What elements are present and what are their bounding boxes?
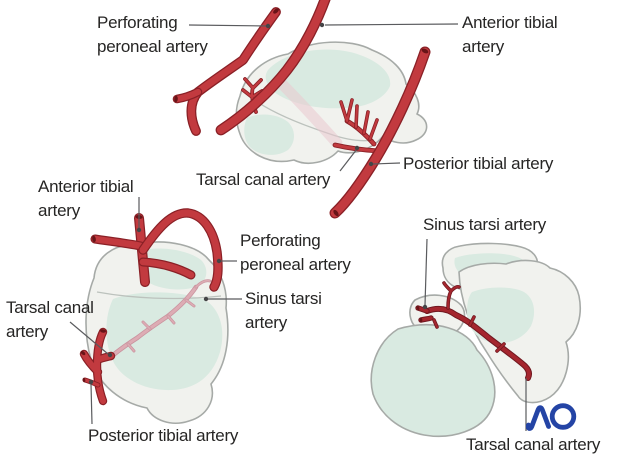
label-perforating-peroneal-artery: Perforating peroneal artery: [240, 231, 351, 275]
cut-end: [419, 317, 423, 323]
leader-dot: [265, 23, 271, 29]
cut-end: [333, 209, 339, 217]
leader-dot: [354, 145, 360, 151]
leader-tarsal-canal: [339, 148, 358, 172]
label-tarsal-canal-artery: Tarsal canal artery: [196, 170, 331, 189]
cut-end: [100, 329, 106, 333]
cut-end: [174, 95, 178, 103]
label-sinus-tarsi-artery: Sinus tarsi artery: [245, 289, 322, 333]
leader-tarsal-canal: [69, 321, 109, 355]
figure-superior-view: [172, 0, 459, 219]
leader-anterior-tibial: [324, 23, 459, 26]
cut-end: [80, 350, 86, 356]
cut-end: [92, 235, 96, 243]
leader-dot: [88, 379, 94, 385]
label-anterior-tibial-artery: Anterior tibial artery: [462, 13, 558, 57]
cut-end: [416, 305, 420, 311]
leader-sinus-tarsi: [424, 238, 428, 306]
talar-body-surface: [106, 292, 223, 391]
figure-lateral-view: [370, 238, 582, 438]
ao-logo: [526, 403, 577, 431]
leader-dot: [107, 352, 113, 358]
ao-logo-letter-a: [526, 405, 551, 431]
leader-dot: [136, 227, 142, 233]
leader-dot: [368, 161, 374, 167]
label-posterior-tibial-artery: Posterior tibial artery: [403, 154, 554, 173]
talar-body-surface: [467, 287, 535, 344]
leader-dot: [422, 304, 428, 310]
cut-end: [273, 8, 279, 14]
label-perforating-peroneal-artery: Perforating peroneal artery: [97, 13, 208, 57]
label-anterior-tibial-artery: Anterior tibial artery: [38, 177, 134, 221]
leader-perforating-peroneal: [188, 24, 269, 27]
label-tarsal-canal-artery: Tarsal canal artery: [466, 435, 601, 454]
leader-posterior-tibial: [90, 383, 93, 425]
leader-posterior-tibial: [372, 162, 401, 165]
figure-dorsal-view: [69, 197, 242, 425]
leader-dot: [319, 22, 325, 28]
cut-end: [82, 377, 86, 383]
canal-artery-through-bone: [276, 78, 343, 149]
label-tarsal-canal-artery: Tarsal canal artery: [6, 298, 94, 342]
label-sinus-tarsi-artery: Sinus tarsi artery: [423, 215, 547, 234]
calcaneus-bone: [370, 324, 496, 438]
ao-logo-letter-o: [549, 403, 577, 430]
leader-dot: [216, 258, 222, 264]
cut-end: [421, 48, 429, 54]
label-posterior-tibial-artery: Posterior tibial artery: [88, 426, 239, 445]
leader-dot: [203, 296, 209, 302]
talar-head-surface: [244, 114, 294, 155]
